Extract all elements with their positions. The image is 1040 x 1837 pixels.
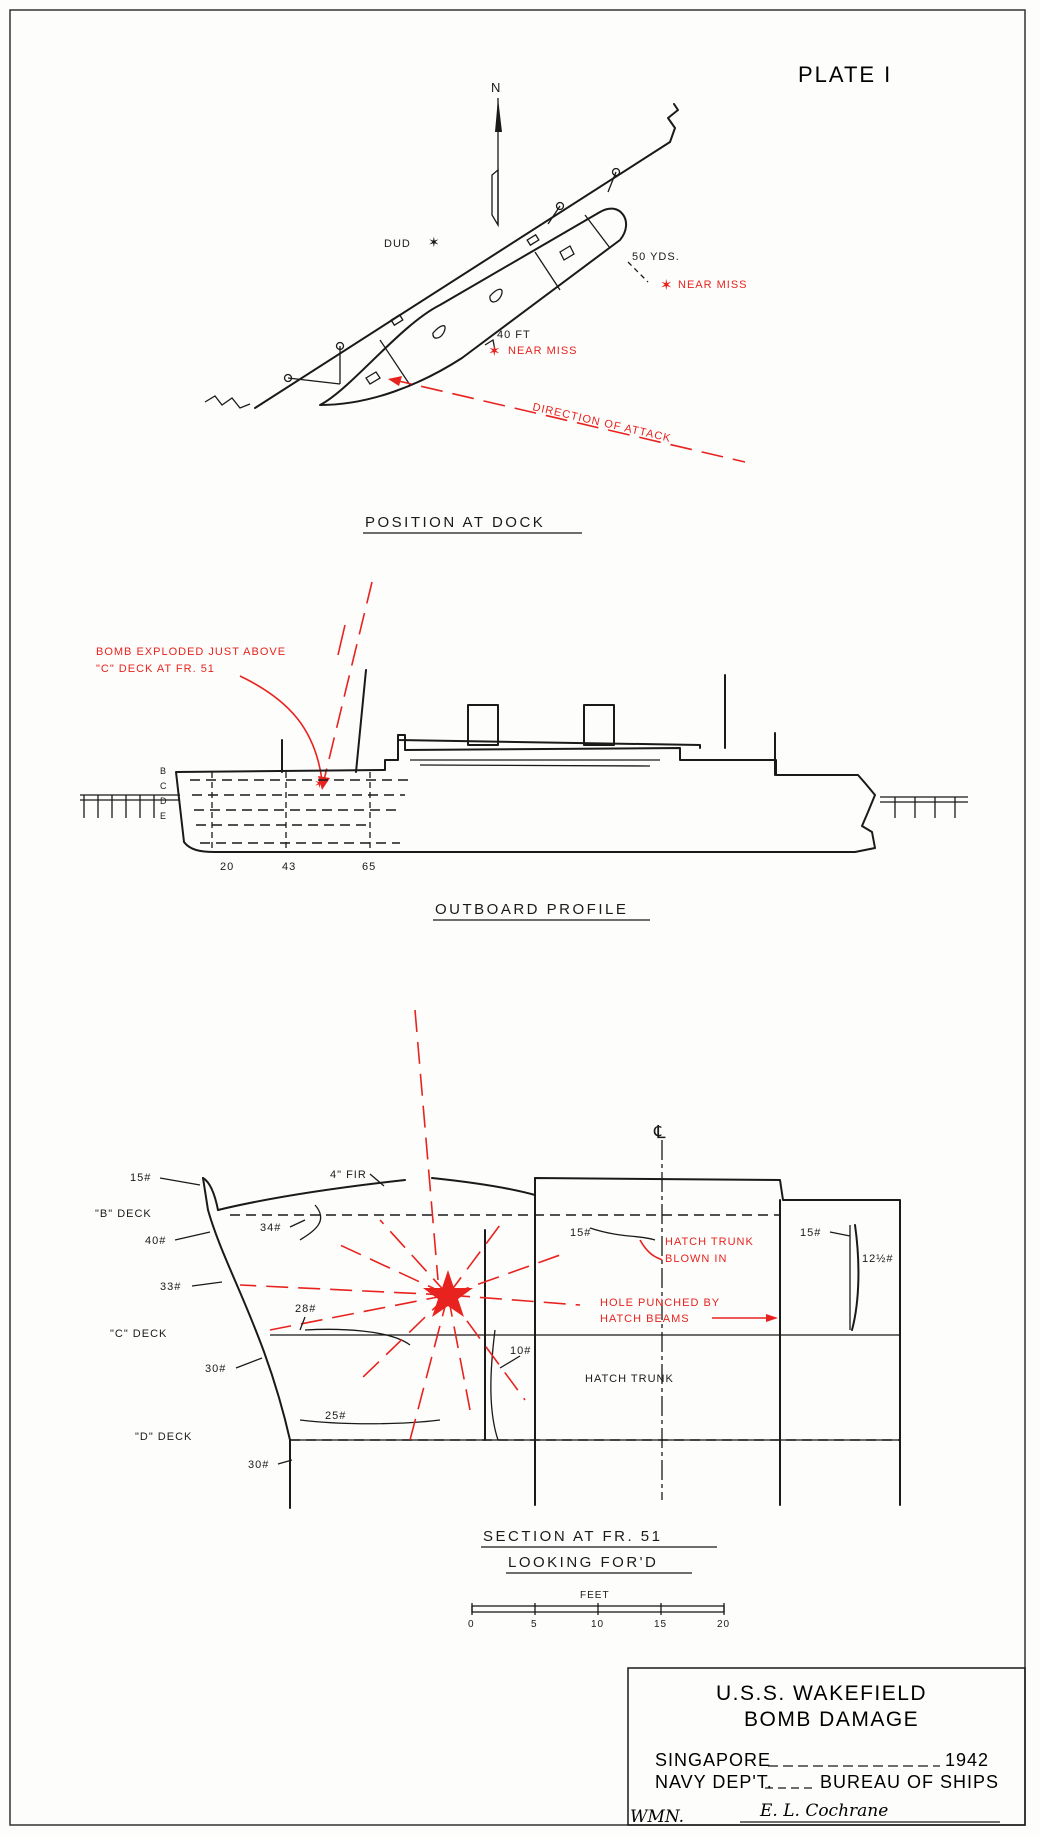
- dock-caption: POSITION AT DOCK: [365, 514, 545, 531]
- svg-text:NEAR MISS: NEAR MISS: [678, 279, 748, 291]
- svg-text:℄: ℄: [653, 1122, 667, 1142]
- attack-direction-arrow: DIRECTION OF ATTACK: [388, 376, 746, 463]
- section-caption-2: LOOKING FOR'D: [508, 1554, 658, 1571]
- svg-text:10: 10: [591, 1619, 604, 1630]
- svg-text:HATCH TRUNK: HATCH TRUNK: [665, 1236, 754, 1248]
- svg-text:40 FT: 40 FT: [497, 329, 531, 341]
- signature: E. L. Cochrane: [759, 1801, 888, 1821]
- svg-text:15#: 15#: [570, 1227, 591, 1239]
- svg-text:✶: ✶: [488, 343, 502, 360]
- svg-text:DIRECTION OF ATTACK: DIRECTION OF ATTACK: [531, 401, 672, 445]
- svg-text:50 YDS.: 50 YDS.: [632, 251, 680, 263]
- svg-text:"C" DECK: "C" DECK: [110, 1328, 167, 1340]
- svg-text:DUD: DUD: [384, 238, 411, 250]
- svg-text:"D" DECK: "D" DECK: [135, 1431, 192, 1443]
- bollard-icons: [283, 167, 621, 385]
- svg-text:E: E: [160, 811, 167, 821]
- svg-text:HATCH TRUNK: HATCH TRUNK: [585, 1373, 674, 1385]
- svg-text:15: 15: [654, 1619, 667, 1630]
- deck-letters: B C D E: [160, 766, 168, 821]
- svg-text:4" FIR: 4" FIR: [330, 1169, 367, 1181]
- svg-text:D: D: [160, 796, 168, 806]
- profile-caption: OUTBOARD PROFILE: [435, 901, 628, 918]
- section-caption: SECTION AT FR. 51: [483, 1528, 662, 1545]
- scale-bar: FEET 0 5 10 15 20: [468, 1590, 730, 1630]
- svg-text:SINGAPORE: SINGAPORE: [655, 1750, 771, 1770]
- svg-text:HATCH BEAMS: HATCH BEAMS: [600, 1313, 690, 1325]
- dock-diagram: N: [204, 80, 748, 534]
- north-arrow-icon: N: [491, 80, 502, 228]
- ship-hull-plan: [319, 207, 627, 406]
- svg-text:25#: 25#: [325, 1410, 346, 1422]
- svg-text:BUREAU OF SHIPS: BUREAU OF SHIPS: [820, 1772, 999, 1792]
- svg-text:43: 43: [282, 861, 296, 873]
- svg-text:15#: 15#: [130, 1172, 151, 1184]
- svg-text:B: B: [160, 766, 167, 776]
- svg-text:1942: 1942: [945, 1750, 989, 1770]
- svg-text:NEAR MISS: NEAR MISS: [508, 345, 578, 357]
- svg-text:✶: ✶: [428, 234, 441, 250]
- svg-text:U.S.S. WAKEFIELD: U.S.S. WAKEFIELD: [716, 1682, 927, 1705]
- svg-text:5: 5: [531, 1619, 538, 1630]
- svg-text:✶: ✶: [314, 776, 326, 791]
- explosion-burst: [239, 1009, 581, 1441]
- svg-text:15#: 15#: [800, 1227, 821, 1239]
- svg-text:BOMB EXPLODED JUST ABOVE: BOMB EXPLODED JUST ABOVE: [96, 646, 286, 658]
- svg-text:FEET: FEET: [580, 1590, 610, 1601]
- svg-text:BOMB DAMAGE: BOMB DAMAGE: [744, 1708, 919, 1731]
- svg-text:10#: 10#: [510, 1345, 531, 1357]
- svg-text:30#: 30#: [205, 1363, 226, 1375]
- svg-text:HOLE PUNCHED BY: HOLE PUNCHED BY: [600, 1297, 720, 1309]
- svg-text:0: 0: [468, 1619, 475, 1630]
- svg-text:65: 65: [362, 861, 376, 873]
- svg-text:"B" DECK: "B" DECK: [95, 1208, 152, 1220]
- sheet-border: [9, 9, 1026, 1826]
- plate-label: PLATE I: [798, 62, 892, 87]
- svg-text:12½#: 12½#: [862, 1253, 894, 1265]
- svg-text:33#: 33#: [160, 1281, 181, 1293]
- svg-text:20: 20: [220, 861, 234, 873]
- svg-text:"C" DECK AT FR. 51: "C" DECK AT FR. 51: [96, 663, 215, 675]
- svg-text:NAVY DEP'T.: NAVY DEP'T.: [655, 1772, 773, 1792]
- dock-piles: [80, 794, 968, 818]
- initials: WMN.: [630, 1807, 684, 1827]
- svg-text:✶: ✶: [660, 277, 674, 294]
- svg-text:34#: 34#: [260, 1222, 281, 1234]
- svg-text:30#: 30#: [248, 1459, 269, 1471]
- svg-text:N: N: [491, 80, 501, 95]
- svg-text:C: C: [160, 781, 168, 791]
- title-block: U.S.S. WAKEFIELD BOMB DAMAGE SINGAPORE 1…: [627, 1667, 1026, 1827]
- svg-text:40#: 40#: [145, 1235, 166, 1247]
- section-view: ℄: [95, 1009, 901, 1574]
- outboard-profile: BOMB EXPLODED JUST ABOVE "C" DECK AT FR.…: [80, 581, 968, 921]
- svg-text:BLOWN IN: BLOWN IN: [665, 1253, 727, 1265]
- svg-text:28#: 28#: [295, 1303, 316, 1315]
- svg-text:20: 20: [717, 1619, 730, 1630]
